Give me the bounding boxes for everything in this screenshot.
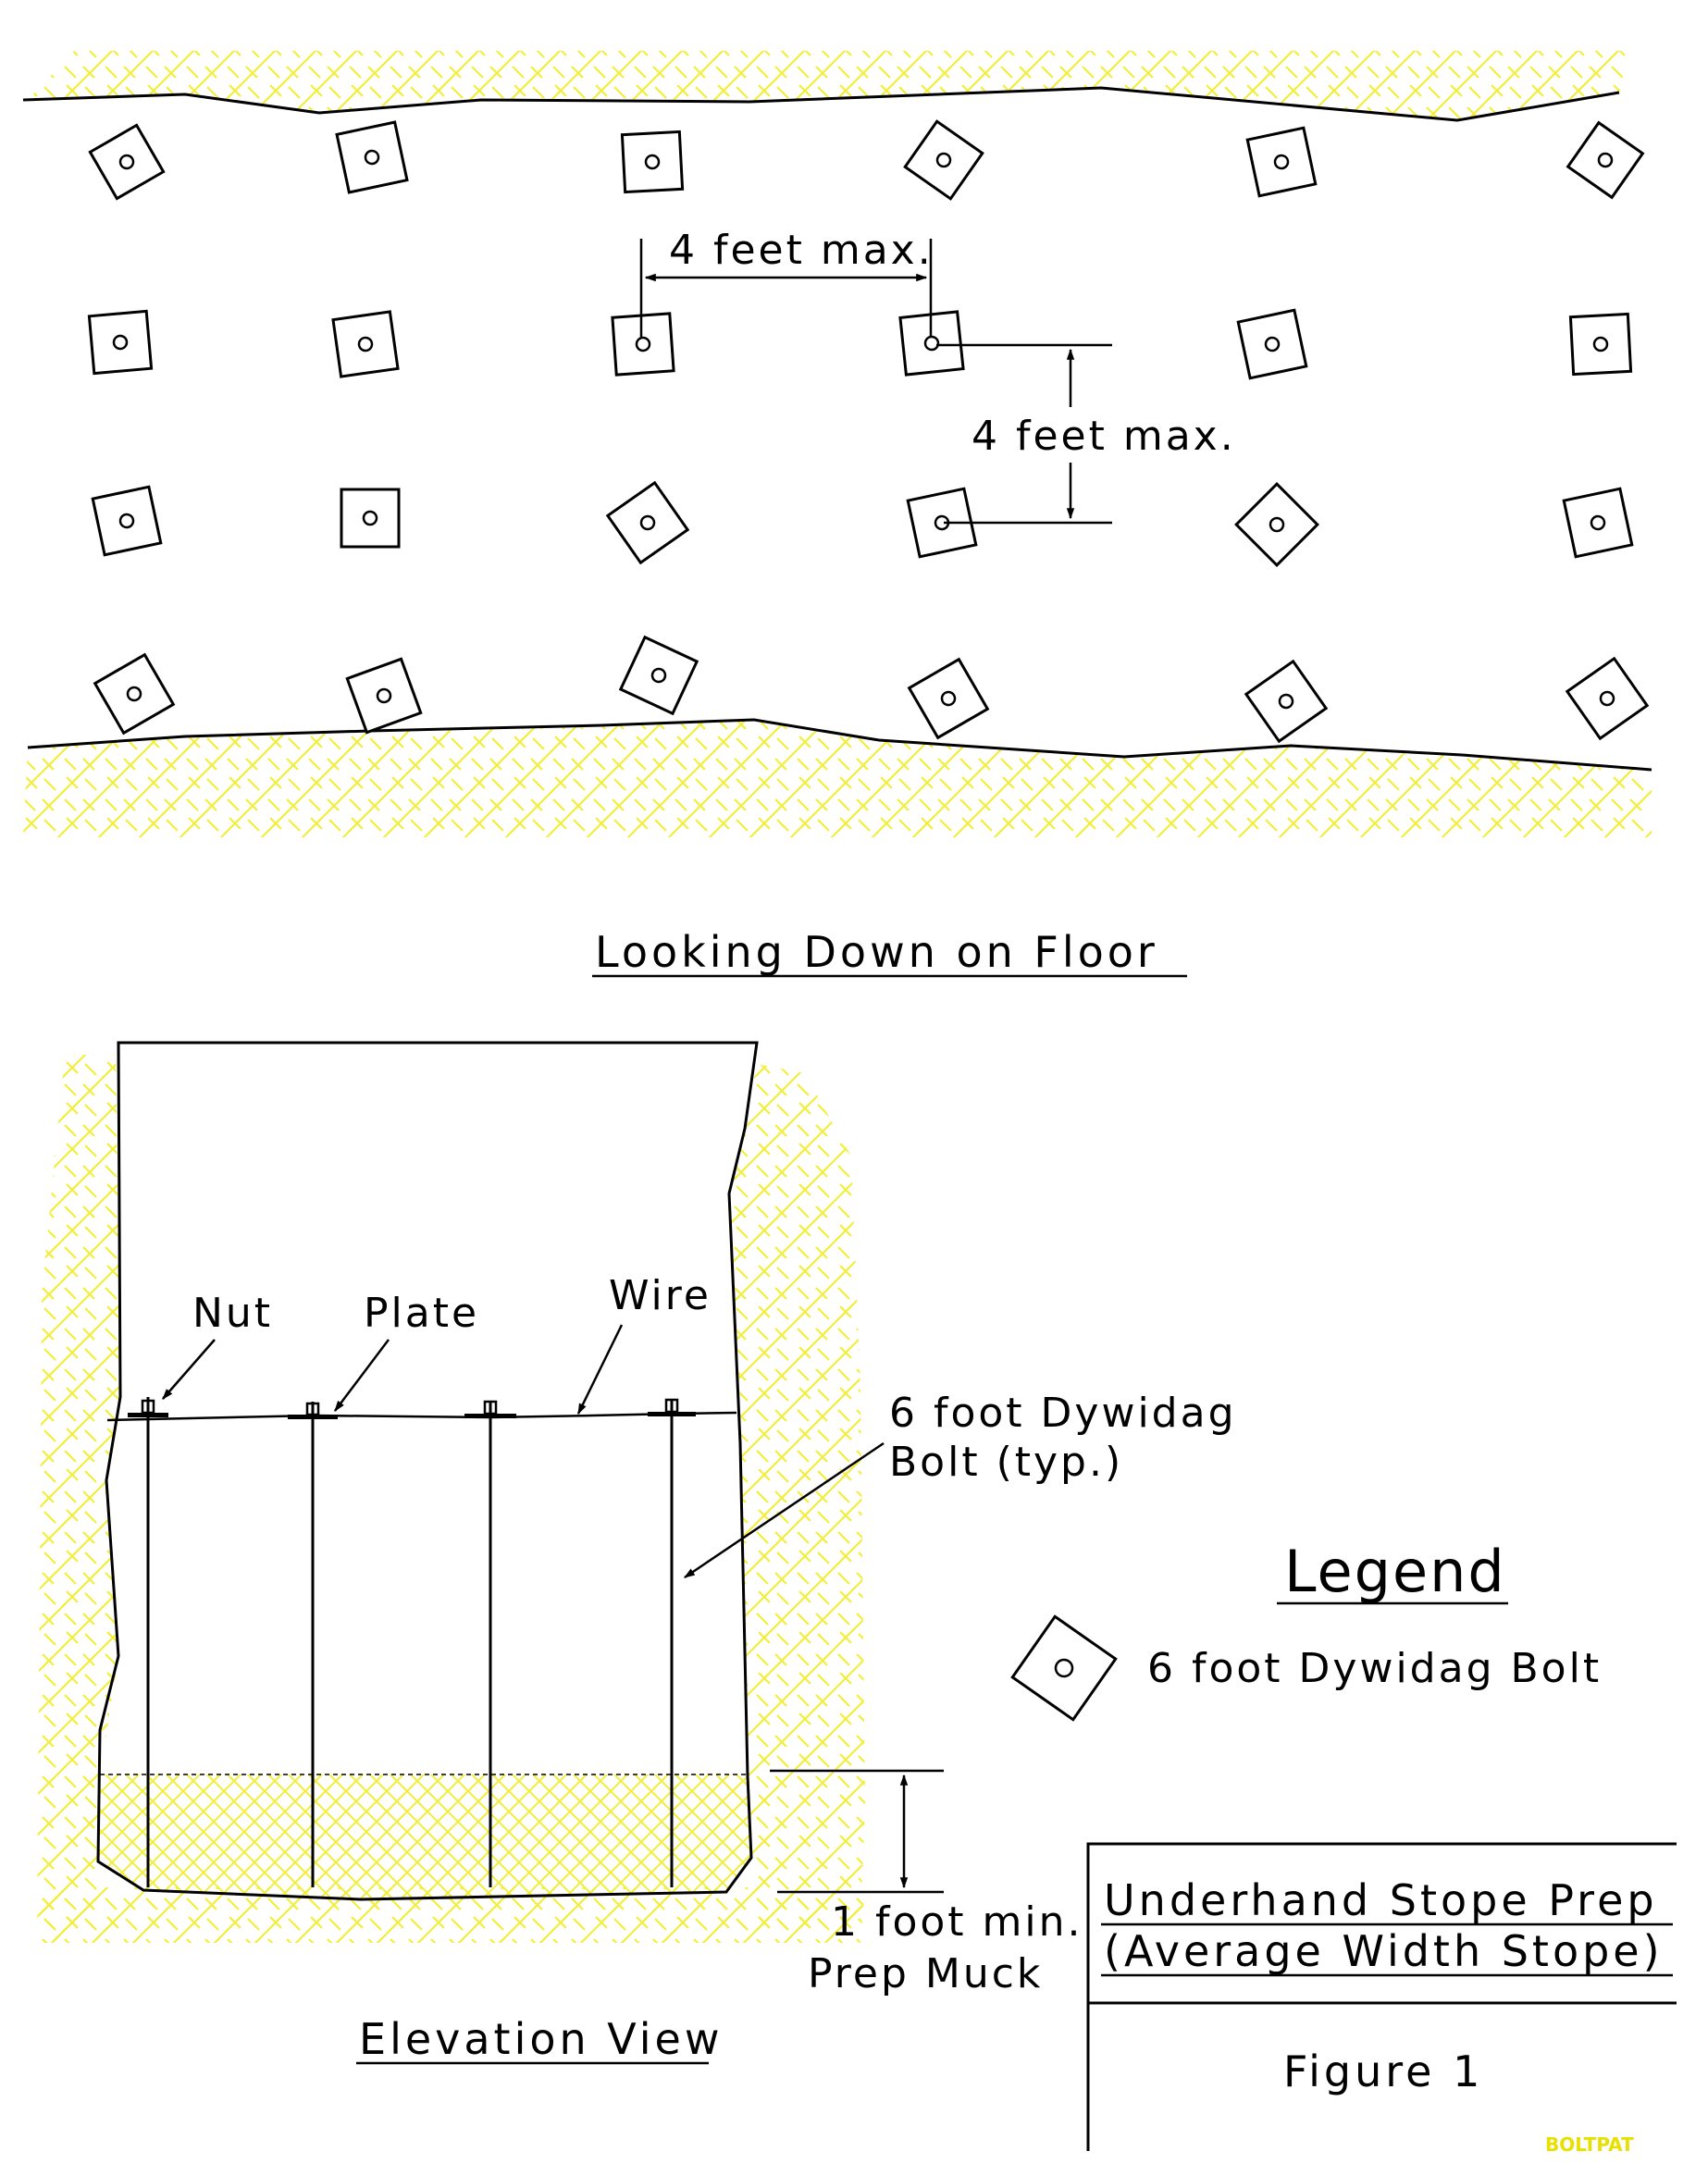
plate-label: Plate [364, 1290, 479, 1337]
muck-label-line1: 1 foot min. [831, 1898, 1083, 1946]
rock-right-hatch [729, 1064, 865, 1934]
bolt-label-line1: 6 foot Dywidag [889, 1390, 1237, 1437]
bolt-icon [1245, 126, 1318, 198]
legend-title: Legend [1284, 1538, 1506, 1605]
bolt-icon [605, 480, 690, 565]
horizontal-dimension: 4 feet max. [639, 227, 934, 338]
bolt-icon [906, 487, 978, 559]
title-block-border [1086, 1842, 1677, 2151]
bolt-icon [1565, 656, 1650, 741]
elevation-view: Nut Plate Wire 6 foot Dywidag Bolt (typ.… [37, 1041, 1237, 2065]
bottom-rib-line [27, 718, 1652, 772]
bolt-icon [611, 312, 675, 377]
title-line1: Underhand Stope Prep [1104, 1875, 1658, 1925]
rock-left-hatch [37, 1055, 120, 1943]
bolt-icon [1236, 308, 1308, 380]
bolt-icon [1244, 659, 1329, 744]
elevation-bolt [288, 1402, 338, 1887]
elevation-bolt [128, 1397, 168, 1887]
vertical-dim-label: 4 feet max. [972, 413, 1236, 460]
title-block: Underhand Stope Prep (Average Width Stop… [1086, 1842, 1677, 2156]
legend-item-label: 6 foot Dywidag Bolt [1147, 1645, 1602, 1692]
wire-line [106, 1411, 737, 1422]
plan-view-caption: Looking Down on Floor [595, 927, 1158, 977]
bolt-icon [331, 310, 400, 378]
nut-label: Nut [192, 1290, 273, 1337]
bolt-leader [684, 1441, 885, 1579]
top-rock-hatch [28, 51, 1628, 120]
bolt-icon [1568, 312, 1633, 377]
title-line2: (Average Width Stope) [1104, 1926, 1664, 1976]
plate-leader [334, 1339, 390, 1412]
bolt-icon [345, 657, 423, 735]
muck-label-line2: Prep Muck [808, 1950, 1043, 1997]
bolt-icon [898, 310, 965, 377]
bolt-icon [1562, 487, 1634, 559]
horizontal-dim-label: 4 feet max. [669, 227, 934, 274]
stope-outline [96, 1041, 759, 1901]
nut-leader [162, 1339, 216, 1400]
bolt-grid [87, 119, 1650, 744]
top-rib-line [22, 86, 1620, 122]
file-code: BOLTPAT [1545, 2133, 1634, 2156]
vertical-dimension: 4 feet max. [936, 343, 1236, 525]
muck-dimension: 1 foot min. Prep Muck [770, 1769, 1083, 1997]
legend: Legend 6 foot Dywidag Bolt [1010, 1538, 1602, 1722]
bolt-icon [907, 657, 990, 740]
bolt-icon [93, 652, 176, 736]
bolt-icon [618, 635, 699, 716]
bolt-icon [340, 488, 401, 549]
legend-bolt-icon [1010, 1614, 1118, 1722]
bolt-icon [1566, 120, 1645, 200]
elevation-view-caption: Elevation View [359, 2014, 723, 2064]
plan-view: 4 feet max. 4 feet max. Looking Down on … [22, 51, 1652, 978]
elevation-bolt [464, 1400, 516, 1887]
bolt-icon [87, 309, 154, 376]
bolt-icon [620, 130, 685, 194]
bolt-icon [903, 119, 984, 201]
figure-label: Figure 1 [1283, 2046, 1483, 2096]
rock-bottom-hatch [37, 1887, 865, 1943]
bolt-icon [335, 120, 409, 194]
elevation-bolt [648, 1398, 696, 1887]
wire-leader [576, 1324, 624, 1416]
bolt-icon [91, 485, 163, 557]
wire-label: Wire [609, 1272, 712, 1319]
prep-muck-layer [98, 1774, 751, 1899]
bottom-rock-hatch [23, 720, 1652, 837]
bolt-label-line2: Bolt (typ.) [889, 1439, 1123, 1486]
bolt-icon [1234, 482, 1319, 567]
bolt-icon [88, 123, 166, 201]
